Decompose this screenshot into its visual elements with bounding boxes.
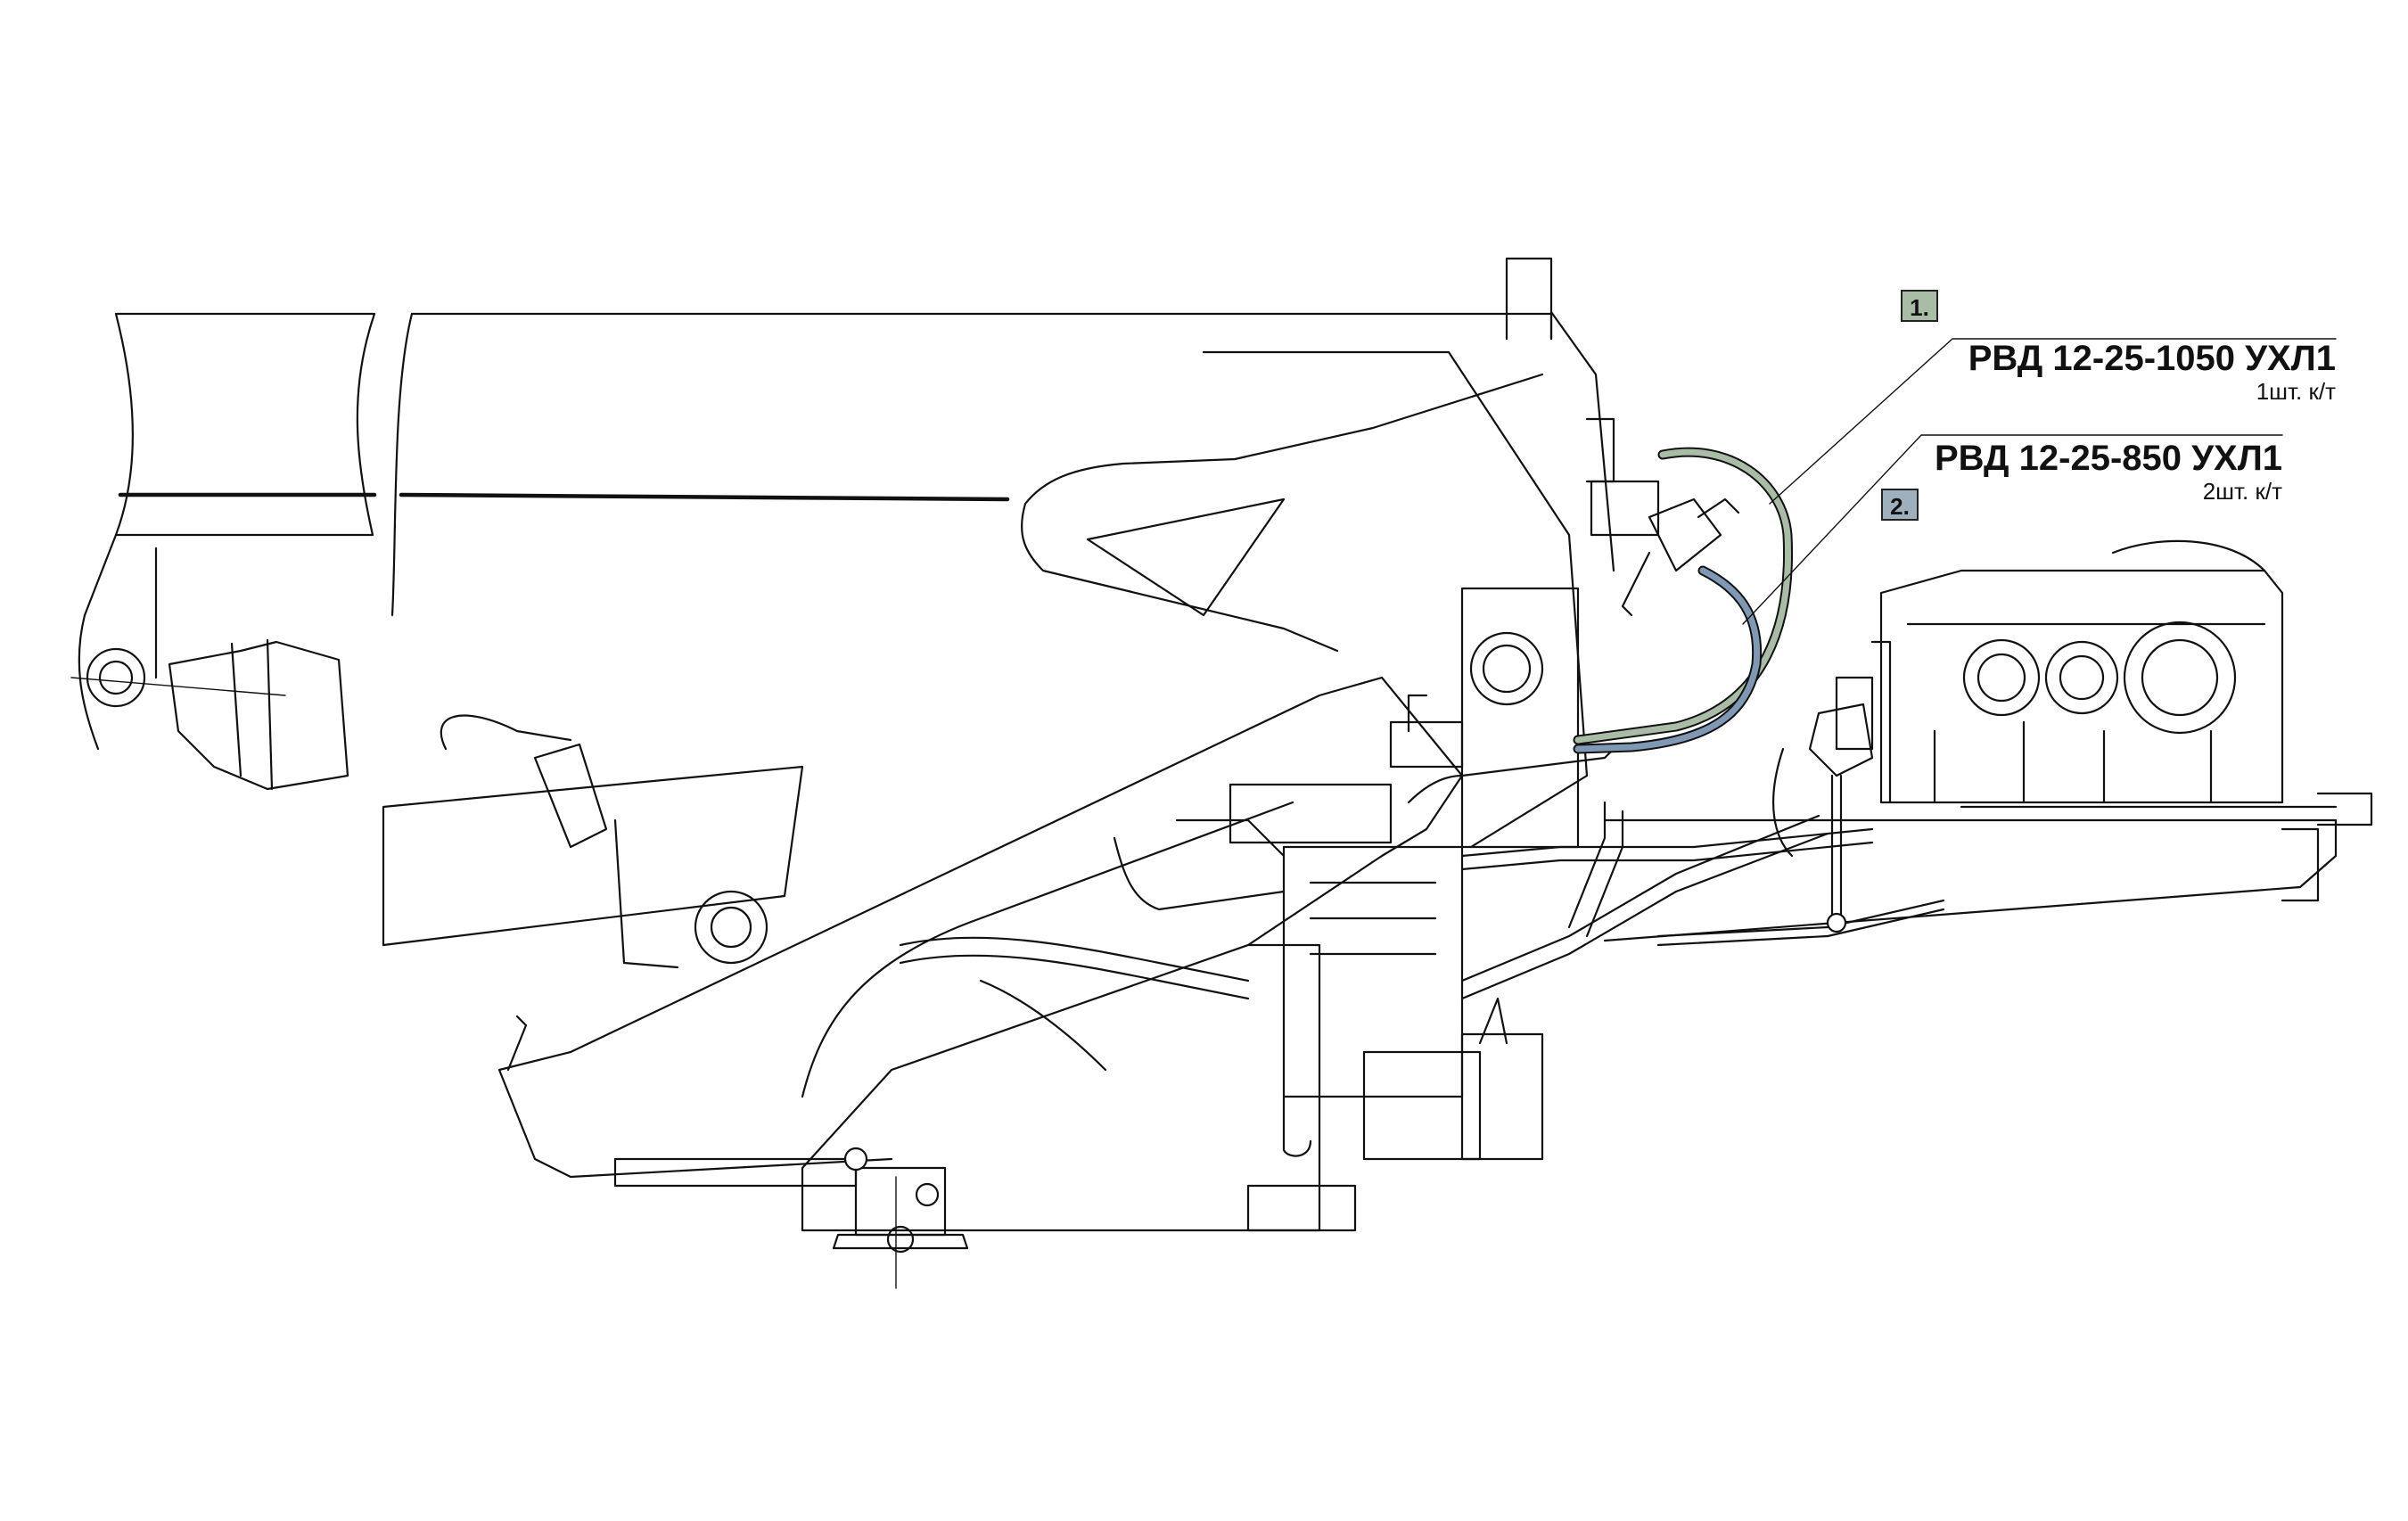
callout-label-1: РВД 12-25-1050 УХЛ1 1шт. к/т (1968, 339, 2336, 405)
boom-beam (78, 312, 1553, 751)
valve-block-cluster (1229, 694, 1508, 1161)
cylinder-lower-left (382, 714, 804, 969)
hose-2 (1573, 565, 1763, 754)
hose-1-quantity: 1шт. к/т (2256, 378, 2336, 405)
pipework (899, 747, 1945, 1072)
hydraulic-motor (1772, 703, 1874, 933)
gearbox (1835, 539, 2284, 804)
right-beam (1603, 792, 2373, 942)
hose-2-quantity: 2шт. к/т (2202, 478, 2282, 505)
support-foot (832, 1147, 969, 1289)
hose-1 (1573, 447, 1794, 745)
conveyor-body (497, 676, 1544, 1232)
callout-label-2: РВД 12-25-850 УХЛ1 2шт. к/т (1935, 439, 2282, 505)
leader-lines (1742, 338, 2337, 625)
pivot-joint (70, 638, 349, 791)
callout-tag-2: 2. (1881, 489, 1919, 521)
hose-1-designation: РВД 12-25-1050 УХЛ1 (1968, 339, 2336, 378)
main-frame (1021, 257, 1615, 849)
upper-valve (1590, 480, 1740, 617)
hose-2-designation: РВД 12-25-850 УХЛ1 (1935, 439, 2282, 478)
callout-tag-1: 1. (1901, 290, 1938, 322)
